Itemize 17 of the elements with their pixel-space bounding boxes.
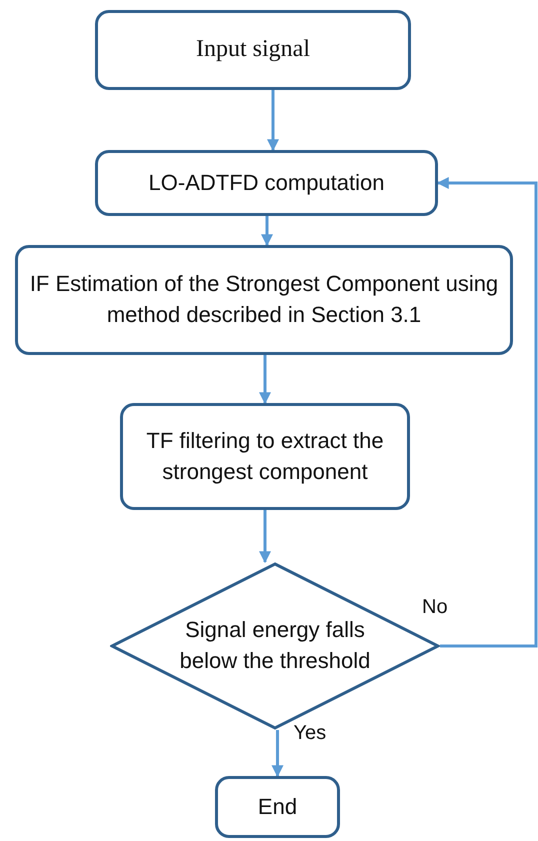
- node-text: IF Estimation of the Strongest Component using method described in Section 3.1: [28, 270, 500, 329]
- arrow: [267, 90, 279, 152]
- arrow: [261, 216, 273, 246]
- node-text: TF filtering to extract the strongest component: [145, 426, 385, 486]
- process-box: [15, 245, 513, 355]
- arrow: [436, 177, 538, 648]
- arrow: [272, 730, 284, 778]
- arrow: [259, 510, 271, 564]
- node-text: Signal energy falls below the threshold: [178, 616, 372, 675]
- node-text: Input signal: [196, 35, 310, 64]
- arrow: [259, 355, 271, 404]
- node-text: LO-ADTFD computation: [148, 168, 384, 197]
- process-box: [95, 150, 438, 216]
- terminal-box: [95, 10, 411, 90]
- process-box: [120, 403, 410, 510]
- terminal-box: [215, 776, 340, 838]
- node-text: End: [258, 792, 298, 821]
